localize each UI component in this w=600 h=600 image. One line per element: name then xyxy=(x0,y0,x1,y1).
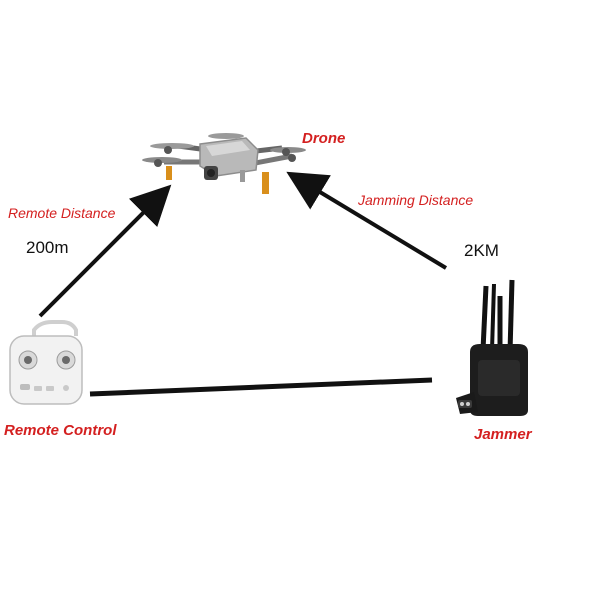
remote-control-label: Remote Control xyxy=(4,422,117,439)
drone-icon xyxy=(142,133,306,194)
control-jammer-line xyxy=(89,377,433,397)
jamming-distance-arrow xyxy=(286,171,448,270)
drone-label: Drone xyxy=(302,130,346,147)
remote-distance-label: Remote Distance xyxy=(8,205,116,221)
jamming-distance-label: Jamming Distance xyxy=(358,192,474,208)
remote-distance-value: 200m xyxy=(26,238,69,257)
remote-controller-icon xyxy=(9,320,83,405)
remote-distance-arrow xyxy=(38,184,172,318)
backpack-jammer-icon xyxy=(456,279,528,416)
jammer-label: Jammer xyxy=(474,426,532,443)
jamming-distance-value: 2KM xyxy=(464,241,499,260)
